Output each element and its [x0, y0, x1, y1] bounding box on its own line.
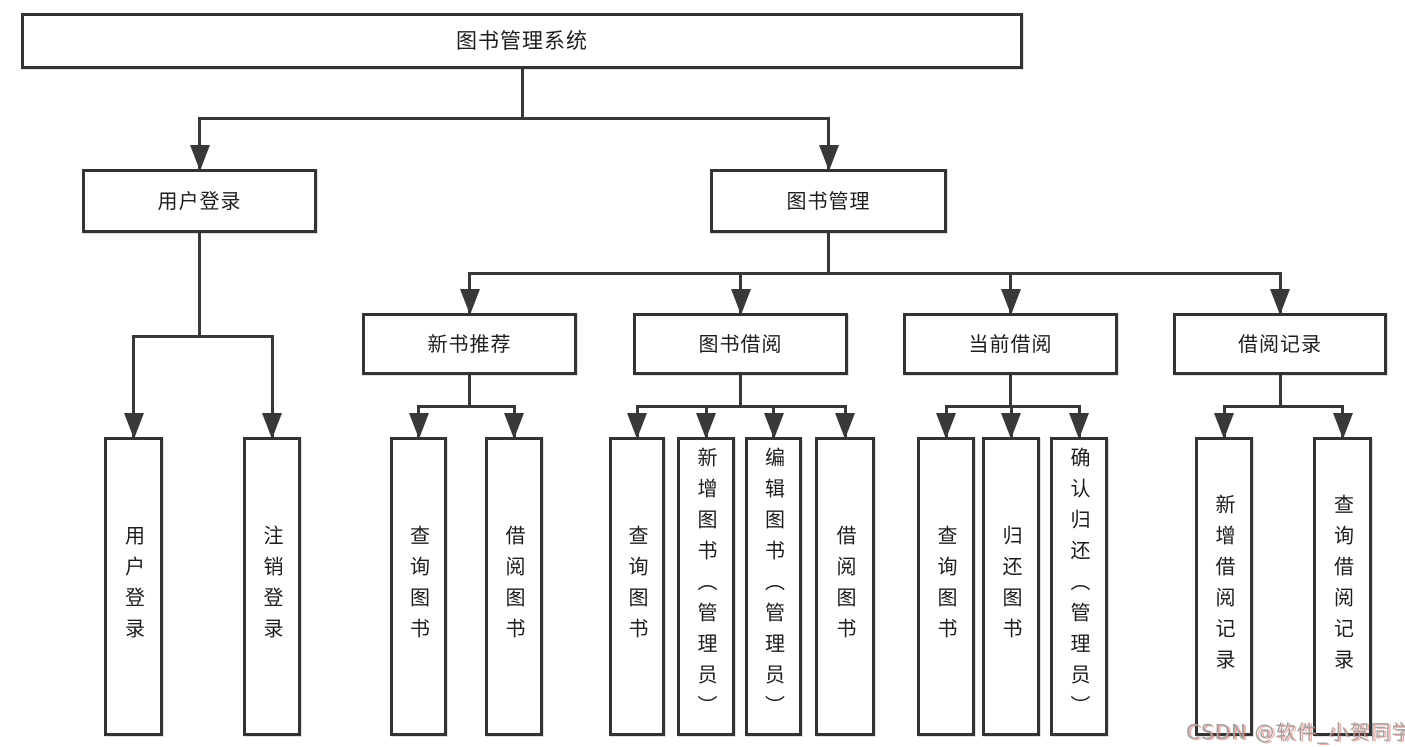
node-book-mgmt: 图书管理 — [710, 169, 947, 233]
connector-line — [198, 116, 830, 120]
node-borrow-records: 借阅记录 — [1173, 313, 1387, 375]
arrowhead-down-icon — [730, 289, 751, 315]
arrowhead-down-icon — [1214, 413, 1234, 439]
node-cb-confirm: 确认归还（管理员） — [1050, 437, 1108, 736]
connector-line — [1009, 375, 1012, 406]
connector-line — [827, 118, 830, 169]
arrowhead-down-icon — [936, 413, 956, 439]
node-label-bb-query: 查询图书 — [625, 524, 649, 649]
node-root: 图书管理系统 — [21, 13, 1023, 69]
node-label-current-borrow: 当前借阅 — [968, 332, 1053, 356]
node-label-cb-confirm: 确认归还（管理员） — [1067, 447, 1091, 726]
connector-line — [635, 404, 847, 408]
node-current-borrow: 当前借阅 — [903, 313, 1118, 375]
node-br-query: 查询借阅记录 — [1313, 437, 1372, 736]
arrowhead-down-icon — [123, 413, 144, 439]
node-label-bb-borrow: 借阅图书 — [833, 524, 857, 649]
node-label-br-add: 新增借阅记录 — [1212, 493, 1236, 680]
node-nbr-borrow: 借阅图书 — [485, 437, 543, 736]
node-label-cb-query: 查询图书 — [934, 524, 958, 649]
node-label-br-query: 查询借阅记录 — [1330, 493, 1355, 680]
node-leaf-user-login: 用户登录 — [104, 437, 163, 736]
node-label-book-mgmt: 图书管理 — [786, 189, 871, 213]
arrowhead-down-icon — [189, 145, 210, 171]
node-cb-return: 归还图书 — [982, 437, 1040, 736]
node-book-borrow: 图书借阅 — [633, 313, 848, 375]
arrowhead-down-icon — [1332, 413, 1353, 439]
node-label-new-book-rec: 新书推荐 — [427, 332, 512, 356]
connector-line — [198, 233, 201, 336]
connector-line — [944, 404, 1081, 408]
node-bb-edit: 编辑图书（管理员） — [745, 437, 802, 736]
arrowhead-down-icon — [459, 289, 480, 315]
connector-line — [1222, 404, 1344, 408]
node-bb-borrow: 借阅图书 — [815, 437, 875, 736]
node-bb-add: 新增图书（管理员） — [677, 437, 735, 736]
arrowhead-down-icon — [763, 413, 784, 439]
node-label-nbr-borrow: 借阅图书 — [502, 524, 526, 649]
node-label-leaf-logout: 注销登录 — [260, 524, 284, 649]
node-label-root: 图书管理系统 — [456, 28, 588, 53]
node-cb-query: 查询图书 — [917, 437, 975, 736]
connector-line — [417, 404, 516, 408]
node-new-book-rec: 新书推荐 — [362, 313, 577, 375]
connector-line — [132, 334, 274, 338]
connector-line — [520, 69, 524, 118]
arrowhead-down-icon — [818, 145, 839, 171]
connector-line — [468, 375, 471, 406]
node-label-leaf-user-login: 用户登录 — [121, 524, 146, 649]
arrowhead-down-icon — [1069, 413, 1089, 439]
connector-line — [198, 118, 201, 169]
node-label-bb-add: 新增图书（管理员） — [694, 447, 718, 726]
node-br-add: 新增借阅记录 — [1195, 437, 1253, 736]
connector-line — [468, 271, 1282, 275]
arrowhead-down-icon — [627, 413, 647, 439]
node-nbr-query: 查询图书 — [390, 437, 447, 736]
node-label-cb-return: 归还图书 — [999, 524, 1023, 649]
node-bb-query: 查询图书 — [609, 437, 665, 736]
arrowhead-down-icon — [504, 413, 524, 439]
node-label-bb-edit: 编辑图书（管理员） — [761, 447, 786, 726]
arrowhead-down-icon — [1270, 289, 1290, 315]
arrowhead-down-icon — [696, 413, 716, 439]
connector-line — [132, 336, 135, 437]
connector-line — [739, 375, 742, 406]
arrowhead-down-icon — [262, 413, 282, 439]
node-label-book-borrow: 图书借阅 — [698, 332, 783, 356]
connector-line — [827, 233, 830, 273]
watermark: CSDN @软件_小贺同学 — [1186, 720, 1405, 744]
node-label-user-login: 用户登录 — [157, 189, 242, 213]
arrowhead-down-icon — [408, 413, 429, 439]
connector-line — [1278, 375, 1282, 406]
connector-line — [270, 336, 274, 437]
node-leaf-logout: 注销登录 — [243, 437, 301, 736]
arrowhead-down-icon — [1000, 289, 1021, 315]
arrowhead-down-icon — [835, 413, 855, 439]
node-label-borrow-records: 借阅记录 — [1238, 332, 1322, 356]
node-user-login: 用户登录 — [82, 169, 317, 233]
arrowhead-down-icon — [1001, 413, 1021, 439]
node-label-nbr-query: 查询图书 — [406, 524, 431, 649]
